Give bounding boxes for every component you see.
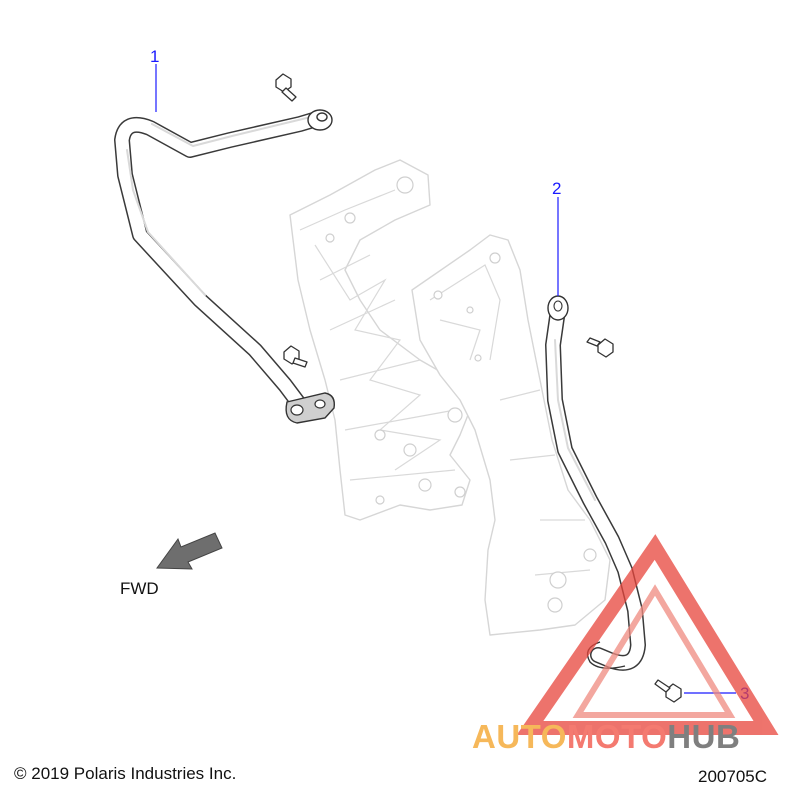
watermark-word-auto: AUTO — [472, 718, 567, 755]
watermark-text: AUTOMOTOHUB — [472, 718, 740, 756]
frame-bracket-right-ghost — [411, 234, 611, 636]
frame-bracket-left-ghost — [289, 159, 471, 521]
grab-bar-part-1 — [114, 109, 335, 424]
copyright-notice: © 2019 Polaris Industries Inc. — [14, 764, 237, 783]
forward-arrow-icon — [156, 532, 223, 570]
callout-1: 1 — [150, 47, 159, 66]
watermark-triangle-logo — [516, 534, 779, 735]
document-number: 200705C — [698, 767, 768, 786]
watermark-word-moto: MOTO — [566, 718, 668, 755]
watermark-word-hub: HUB — [667, 718, 741, 755]
bolt-middle — [283, 345, 308, 368]
callout-2: 2 — [552, 179, 561, 198]
bolt-right — [586, 337, 614, 358]
grab-bar-part-2 — [545, 295, 646, 671]
bolt-part-3 — [654, 679, 682, 703]
bolt-upper — [275, 73, 297, 102]
direction-label: FWD — [120, 579, 159, 598]
